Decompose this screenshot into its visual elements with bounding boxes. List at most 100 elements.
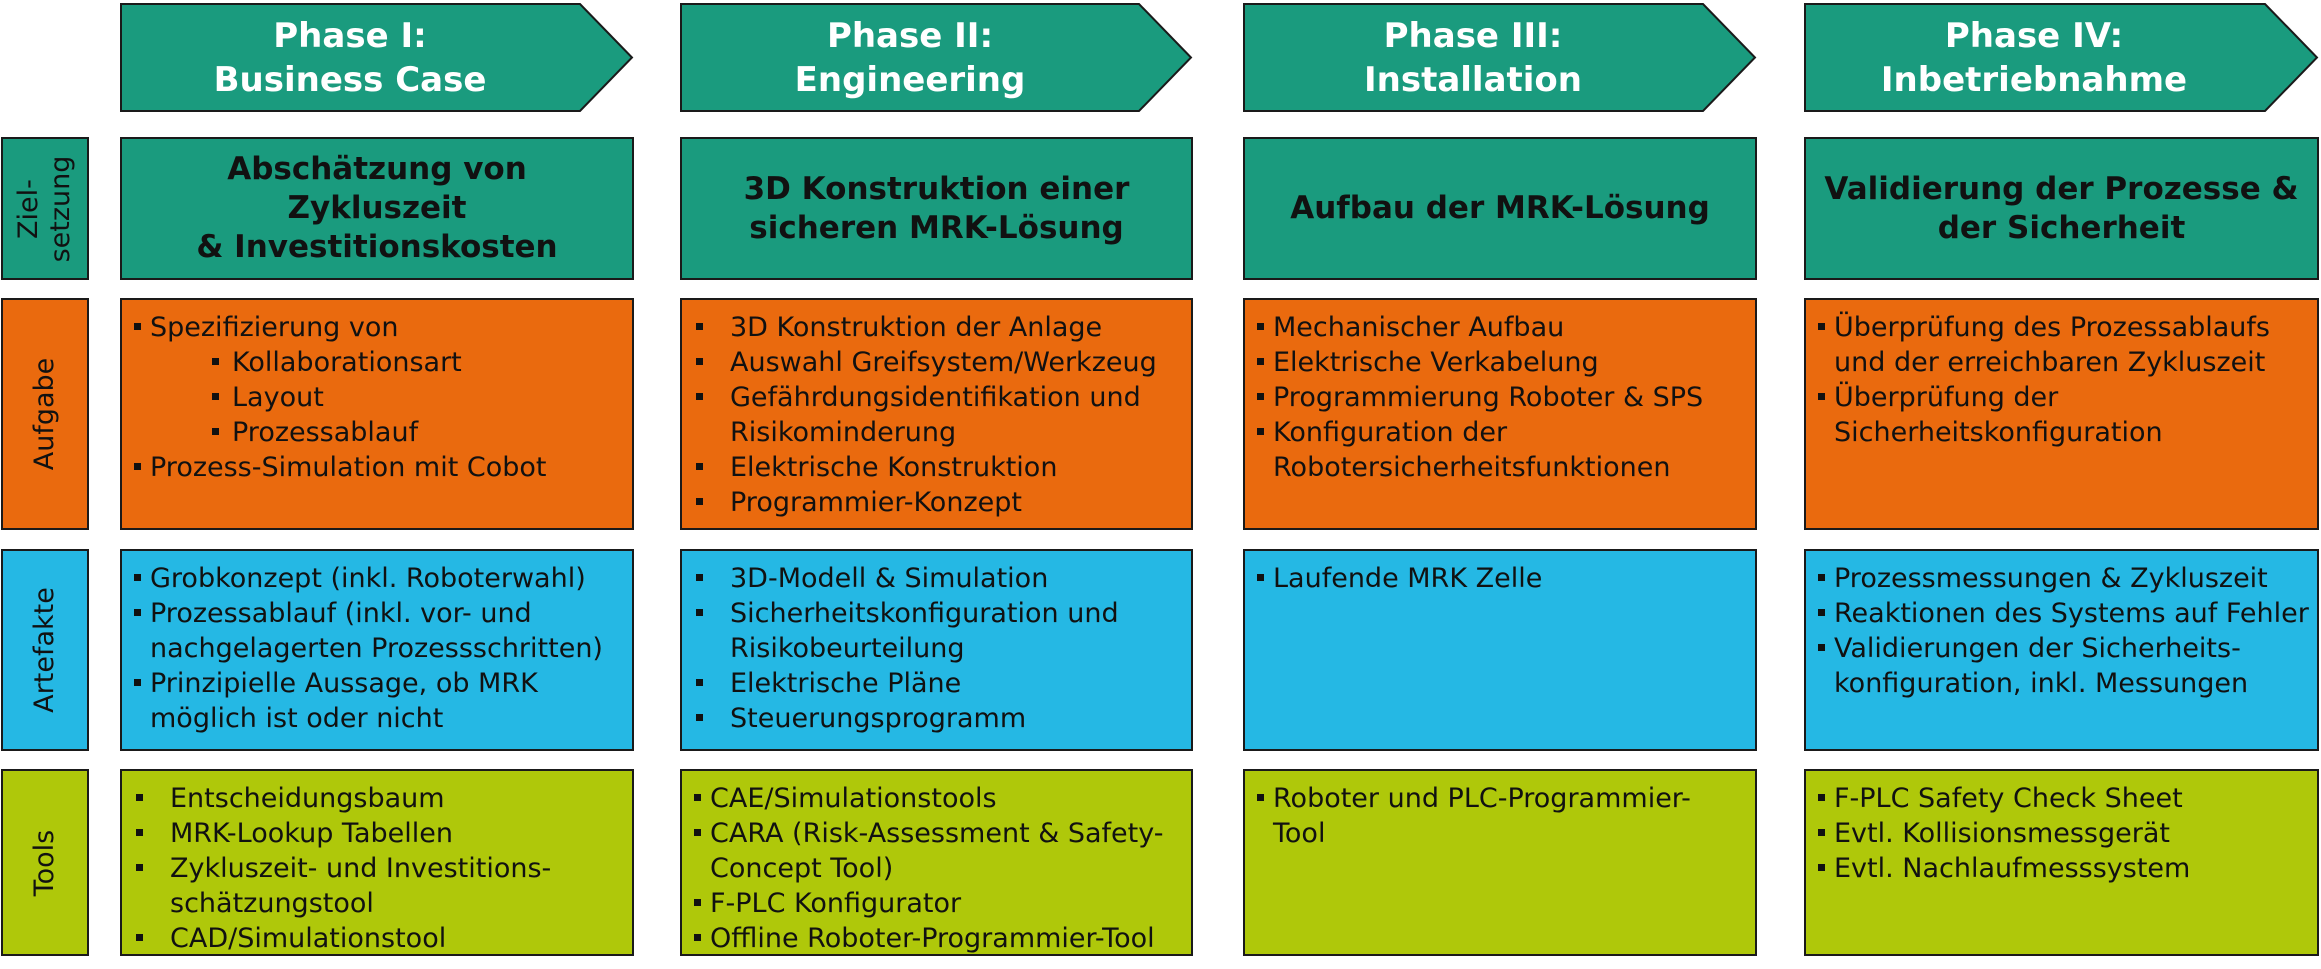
tools-list: Roboter und PLC-Programmier- Tool [1245,771,1755,851]
artifact-item-text: Risikobeurteilung [730,633,965,664]
tool-item: F-PLC Safety Check Sheet [1818,781,2309,816]
artifact-item-text: Validierungen der Sicherheits- [1834,633,2241,664]
task-subitem: Kollaborationsart [134,345,624,380]
artifact-item-text: möglich ist oder nicht [150,703,444,734]
task-item: Programmierung Roboter & SPS [1257,380,1747,415]
phase-3-title: Phase III: Installation [1243,3,1703,112]
phase-4-arrow: Phase IV: Inbetriebnahme [1804,3,2319,112]
tool-item-text: F-PLC Konfigurator [710,888,962,919]
task-cell-phase-4: Überprüfung des Prozessablaufs und der er… [1804,298,2319,530]
row-label-zielsetzung-line1: Ziel- [13,178,44,239]
tool-item: CAD/Simulationstool [134,921,624,954]
task-item-text: Robotersicherheitsfunktionen [1273,452,1671,483]
tool-item: Offline Roboter-Programmier-Tool [694,921,1183,954]
artifact-cell-phase-1: Grobkonzept (inkl. Roboterwahl) Prozessa… [120,549,634,751]
artifact-item: Elektrische Pläne [694,666,1183,701]
tool-item-text: Concept Tool) [710,853,894,884]
tools-cell-phase-1: Entscheidungsbaum MRK-Lookup Tabellen Zy… [120,769,634,956]
task-subitem: Prozessablauf [134,415,624,450]
artifact-item: Prozessmessungen & Zykluszeit [1818,561,2309,596]
task-list: Überprüfung des Prozessablaufs und der er… [1806,300,2317,450]
tools-list: Entscheidungsbaum MRK-Lookup Tabellen Zy… [122,771,632,954]
artifact-item-text: Prinzipielle Aussage, ob MRK [150,668,538,699]
task-item-text: Programmier-Konzept [730,487,1022,518]
phase-3-title-line1: Phase III: [1383,15,1563,56]
tool-item-text: Tool [1273,818,1326,849]
goal-line2: der Sicherheit [1937,209,2186,246]
tool-item-text: F-PLC Safety Check Sheet [1834,783,2183,814]
task-item: Mechanischer Aufbau [1257,310,1747,345]
artifact-item-text: Elektrische Pläne [730,668,962,699]
goal-line1: Aufbau der MRK-Lösung [1290,190,1710,226]
tool-item-text: CAD/Simulationstool [170,923,447,954]
tool-item-text: Zykluszeit- und Investitions- [170,853,552,884]
goal-line2: sicheren MRK-Lösung [749,209,1124,246]
task-item-text: Gefährdungsidentifikation und [730,382,1141,413]
task-item-text: Überprüfung des Prozessablaufs [1834,312,2270,343]
task-item-text: und der erreichbaren Zykluszeit [1834,347,2266,378]
task-cell-phase-1: Spezifizierung von Kollaborationsart Lay… [120,298,634,530]
artifact-item: Grobkonzept (inkl. Roboterwahl) [134,561,624,596]
task-item: Elektrische Verkabelung [1257,345,1747,380]
artifact-item: Validierungen der Sicherheits-konfigurat… [1818,631,2309,701]
tool-item-text: Evtl. Kollisionsmessgerät [1834,818,2170,849]
task-item: Prozess-Simulation mit Cobot [134,450,624,485]
task-item-text: Elektrische Konstruktion [730,452,1058,483]
tools-cell-phase-4: F-PLC Safety Check Sheet Evtl. Kollision… [1804,769,2319,956]
artifact-item: 3D-Modell & Simulation [694,561,1183,596]
artifact-item: Steuerungsprogramm [694,701,1183,736]
tool-item: Entscheidungsbaum [134,781,624,816]
tools-cell-phase-2: CAE/Simulationstools CARA (Risk-Assessme… [680,769,1193,956]
task-list: Mechanischer Aufbau Elektrische Verkabel… [1245,300,1755,485]
task-item: Spezifizierung von [134,310,624,345]
tool-item-text: CARA (Risk-Assessment & Safety- [710,818,1164,849]
tools-list: CAE/Simulationstools CARA (Risk-Assessme… [682,771,1191,954]
artifact-item-text: Sicherheitskonfiguration und [730,598,1119,629]
tool-item-text: schätzungstool [170,888,374,919]
artifact-list: Prozessmessungen & Zykluszeit Reaktionen… [1806,551,2317,701]
row-label-tools: Tools [1,769,89,956]
goal-cell-phase-3: Aufbau der MRK-Lösung [1243,137,1757,280]
goal-line1: Validierung der Prozesse & [1824,170,2299,207]
goal-cell-phase-4: Validierung der Prozesse & der Sicherhei… [1804,137,2319,280]
tool-item-text: Offline Roboter-Programmier-Tool [710,923,1155,954]
tool-item: MRK-Lookup Tabellen [134,816,624,851]
phase-3-title-line2: Installation [1363,59,1582,100]
task-item-text: Auswahl Greifsystem/Werkzeug [730,347,1157,378]
phase-arrow-shape [1243,3,1757,112]
artifact-item-text: Reaktionen des Systems auf Fehler [1834,598,2309,629]
phase-arrow-shape [120,3,634,112]
artifact-list: Laufende MRK Zelle [1245,551,1755,596]
tools-cell-phase-3: Roboter und PLC-Programmier- Tool [1243,769,1757,956]
tool-item: F-PLC Konfigurator [694,886,1183,921]
artifact-list: 3D-Modell & Simulation Sicherheitskonfig… [682,551,1191,736]
artifact-cell-phase-4: Prozessmessungen & Zykluszeit Reaktionen… [1804,549,2319,751]
tool-item-text: MRK-Lookup Tabellen [170,818,453,849]
artifact-item-text: Prozessmessungen & Zykluszeit [1834,563,2268,594]
tool-item-text: CAE/Simulationstools [710,783,997,814]
phase-4-title-line1: Phase IV: [1944,15,2124,56]
tool-item-text: Roboter und PLC-Programmier- [1273,783,1691,814]
phase-1-title-line1: Phase I: [273,15,427,56]
tool-item: Evtl. Kollisionsmessgerät [1818,816,2309,851]
row-label-artefakte-text: Artefakte [29,587,60,713]
phase-2-title-line1: Phase II: [826,15,994,56]
artifact-item-text: konfiguration, inkl. Messungen [1834,668,2249,699]
task-item-text: Risikominderung [730,417,957,448]
task-cell-phase-2: 3D Konstruktion der Anlage Auswahl Greif… [680,298,1193,530]
phase-arrow-shape [1804,3,2319,112]
artifact-item-text: 3D-Modell & Simulation [730,563,1049,594]
row-label-zielsetzung-line2: setzung [45,155,76,262]
phase-1-title-line2: Business Case [213,59,487,100]
goal-line2: & Investitionskosten [196,229,558,265]
tool-item-text: Entscheidungsbaum [170,783,445,814]
phase-2-title: Phase II: Engineering [680,3,1140,112]
goal-cell-phase-1: Abschätzung von Zykluszeit & Investition… [120,137,634,280]
tool-item: CAE/Simulationstools [694,781,1183,816]
phase-3-arrow: Phase III: Installation [1243,3,1757,112]
goal-cell-phase-2: 3D Konstruktion einer sicheren MRK-Lösun… [680,137,1193,280]
tool-item: Zykluszeit- und Investitions-schätzungst… [134,851,624,921]
task-item-text: Elektrische Verkabelung [1273,347,1599,378]
